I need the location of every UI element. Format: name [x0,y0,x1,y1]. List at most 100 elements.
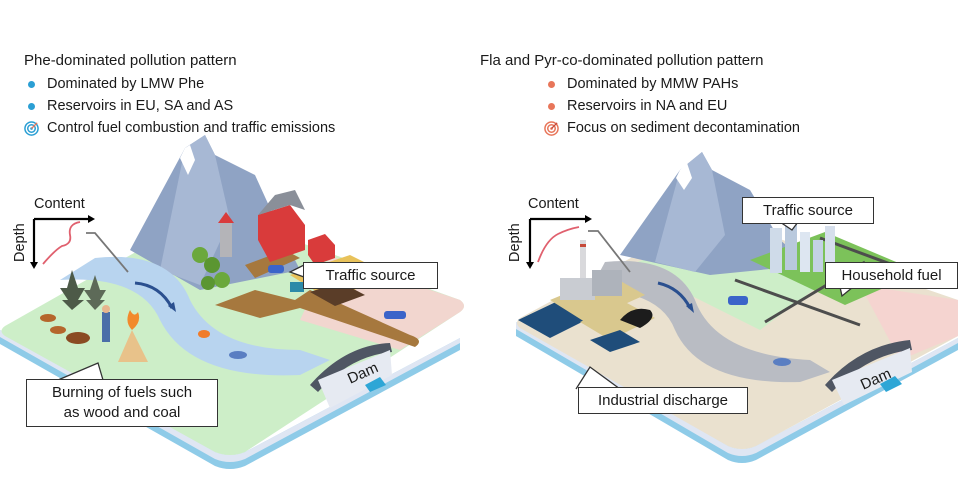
profile-x-label: Content [528,196,579,212]
callout-pointer-household [839,286,854,298]
flow-arrow [657,281,692,309]
bullet-dot-icon [548,80,555,88]
profile-axis-x-arrow [88,215,95,223]
callout-line: as wood and coal [63,404,181,421]
skyscraper [825,226,835,266]
dam-water [365,377,386,392]
legend-item: Reservoirs in NA and EU [544,95,800,117]
tree-stump [50,326,66,334]
panel-phe-dominated: Phe-dominated pollution pattern Dominate… [0,50,464,469]
leader-line [588,230,631,273]
river [60,256,330,376]
flow-arrow-head [686,303,694,313]
fish-orange [198,330,210,338]
skyscraper [813,240,823,272]
callout-industrial-discharge: Industrial discharge [578,387,748,414]
target-icon [24,120,39,136]
tree-stump [40,314,56,322]
campfire [118,330,148,362]
callout-pointer-traffic [779,221,799,231]
river [590,261,830,383]
factory-building [592,270,622,296]
industrial-water-2 [590,330,640,352]
windmill-tower [220,222,232,257]
callout-household-fuel: Household fuel [825,262,958,289]
flow-arrow-head [168,302,176,312]
bridge [825,340,912,392]
legend-text: Reservoirs in NA and EU [567,98,728,114]
windmill-roof [218,212,234,223]
person-head [102,305,110,313]
car-farm [268,265,284,273]
callout-line: Burning of fuels such [51,384,193,401]
legend-text: Dominated by LMW Phe [47,76,205,92]
legend-text: Control fuel combustion and traffic emis… [47,120,336,136]
dam-wall [832,348,912,405]
person [102,312,110,342]
profile-curve [537,226,580,263]
legend-text: Focus on sediment decontamination [567,120,800,136]
tree [214,272,230,288]
callout-traffic-source: Traffic source [742,197,874,224]
road [215,290,419,347]
callout-traffic-source: Traffic source [303,262,438,289]
log-pile [66,332,90,344]
bullet-dot-icon [548,102,555,110]
skyscraper [785,215,797,270]
legend-item: Focus on sediment decontamination [544,117,800,139]
dam-water [880,376,902,392]
pattern-title: Fla and Pyr-co-dominated pollution patte… [480,52,764,69]
profile-axis-x-arrow [585,215,592,223]
snow-cap [180,145,195,175]
skyscraper [770,228,782,273]
legend-item: Control fuel combustion and traffic emis… [24,117,335,139]
pine-tree [60,270,85,310]
car [728,296,748,305]
flow-arrow [134,281,174,309]
dam-wall [318,350,392,408]
smokestack [580,240,586,278]
profile-axis-y-arrow [526,262,534,269]
callout-pointer-burning [57,362,104,381]
target-icon [544,120,559,136]
bullet-dot-icon [28,80,35,88]
car [384,311,406,319]
legend-left: Phe-dominated pollution pattern Dominate… [24,50,335,139]
bridge [310,343,392,392]
legend-text: Dominated by MMW PAHs [567,76,739,92]
profile-y-label: Depth [507,223,523,262]
pattern-title: Phe-dominated pollution pattern [24,52,237,69]
callout-burning-fuels: Burning of fuels such as wood and coal [26,379,218,427]
legend-item: Reservoirs in EU, SA and AS [24,95,335,117]
tree [192,247,208,263]
barn-roof [258,190,305,215]
fish-blue [229,351,247,359]
mountain-shade [655,152,725,272]
bullet-dot-icon [28,102,35,110]
profile-curve [42,221,81,265]
smokestack-band [580,244,586,247]
callout-pointer-traffic [288,264,305,278]
small-barn [308,234,335,265]
coal-pile [620,308,653,328]
factory-building [560,278,595,300]
callout-pointer-industrial [575,366,621,390]
legend-item: Dominated by LMW Phe [24,73,335,95]
legend-text: Reservoirs in EU, SA and AS [47,98,234,114]
base-slab [0,330,460,469]
pine-tree [84,275,106,310]
legend-item: Dominated by MMW PAHs [544,73,800,95]
mountain-shade [160,135,230,285]
ground-pink [860,285,958,360]
barn [258,205,305,262]
profile-y-label: Depth [12,223,28,262]
leader-line [86,232,129,273]
profile-x-label: Content [34,196,85,212]
fish-blue [773,358,791,366]
road-branch [245,250,300,278]
legend-right: Fla and Pyr-co-dominated pollution patte… [480,50,800,139]
tree [201,276,215,290]
tractor [290,282,304,292]
panel-fla-pyr-dominated: Fla and Pyr-co-dominated pollution patte… [480,0,960,504]
skyscraper [800,232,810,272]
